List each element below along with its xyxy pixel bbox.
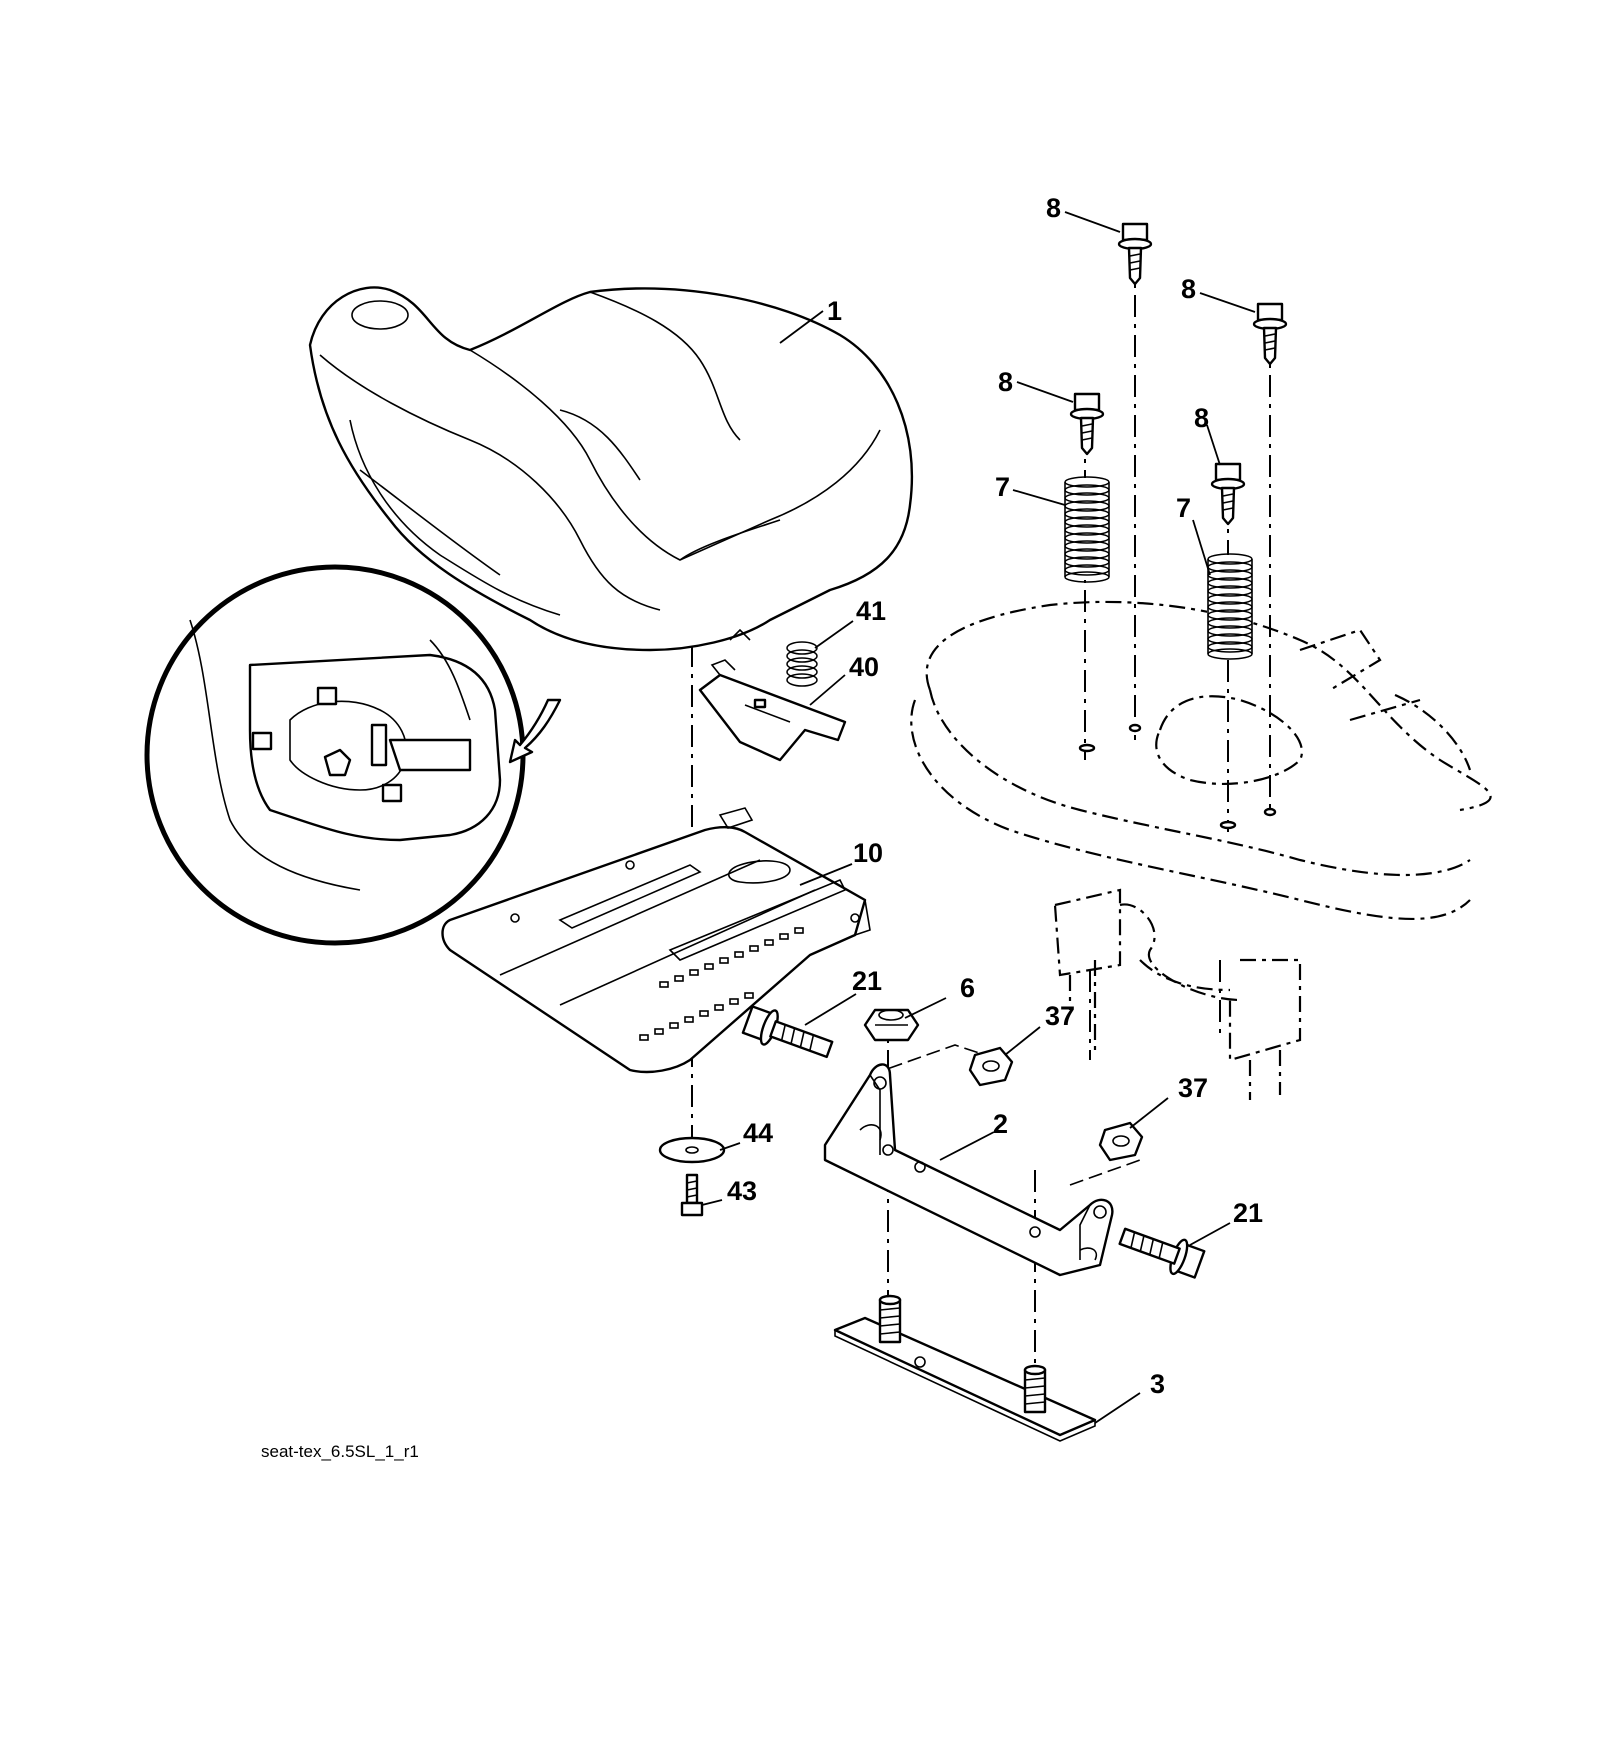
callouts: 1 8 8 8 8 7 7 41 40 10 21 6 37 37 2 44 4… [727, 193, 1263, 1399]
callout-10: 10 [853, 838, 883, 868]
callout-21: 21 [1233, 1198, 1263, 1228]
callout-40: 40 [849, 652, 879, 682]
nut-6-icon [863, 1008, 920, 1042]
callout-44: 44 [743, 1118, 773, 1148]
bolt-21-icon [1118, 1227, 1206, 1279]
leader-lines [701, 211, 1256, 1424]
callout-8: 8 [1046, 193, 1061, 223]
frame-outline [910, 600, 1492, 1100]
callout-2: 2 [993, 1109, 1008, 1139]
callout-43: 43 [727, 1176, 757, 1206]
plate-3-icon [833, 1294, 1097, 1442]
callout-41: 41 [856, 596, 886, 626]
bracket-2-icon [823, 1063, 1114, 1277]
screw-43-icon [680, 1173, 704, 1217]
callout-8: 8 [998, 367, 1013, 397]
seat-1-icon [308, 286, 914, 652]
nut-37-icon [1098, 1121, 1144, 1162]
spring-41-icon [786, 641, 818, 687]
frame-holes [1078, 723, 1277, 830]
callout-8: 8 [1194, 403, 1209, 433]
seat-pan-10-icon [441, 807, 871, 1074]
spring-7-icon [1207, 553, 1253, 660]
callout-21: 21 [852, 966, 882, 996]
callout-7: 7 [1176, 493, 1191, 523]
bolt-21-icon [741, 1005, 834, 1059]
figure-caption: seat-tex_6.5SL_1_r1 [261, 1442, 419, 1461]
seat-pan-slots [639, 927, 804, 1041]
bolt-8-icon [1069, 392, 1105, 456]
stud-icon [878, 1294, 902, 1344]
callout-6: 6 [960, 973, 975, 1003]
callout-1: 1 [827, 296, 842, 326]
callout-8: 8 [1181, 274, 1196, 304]
bolt-8-icon [1117, 222, 1153, 286]
spring-7-icon [1064, 476, 1110, 583]
washer-44-icon [658, 1136, 726, 1164]
callout-7: 7 [995, 472, 1010, 502]
bolt-8-icon [1252, 302, 1288, 366]
stud-icon [1023, 1364, 1047, 1414]
bolt-8-icon [1210, 462, 1246, 526]
nut-37-icon [968, 1046, 1014, 1087]
callout-3: 3 [1150, 1369, 1165, 1399]
bracket-40-icon [698, 659, 847, 762]
detail-callout-circle [144, 564, 562, 946]
callout-37: 37 [1045, 1001, 1075, 1031]
callout-37: 37 [1178, 1073, 1208, 1103]
